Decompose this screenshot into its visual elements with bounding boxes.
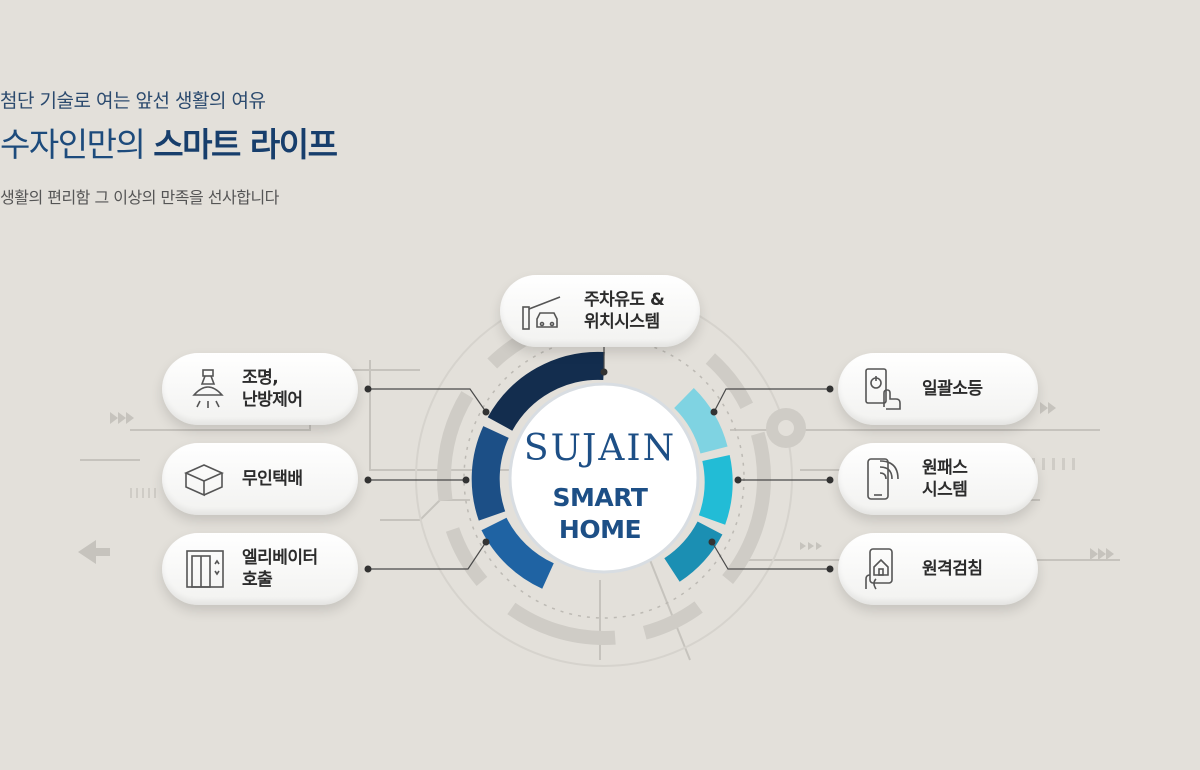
feature-lighting: 조명, 난방제어 <box>162 353 358 425</box>
feature-onepass: 원패스 시스템 <box>838 443 1038 515</box>
hub-line-smart: SMART <box>552 483 648 512</box>
feature-switch-off: 일괄소등 <box>838 353 1038 425</box>
smartphone-wireless-icon <box>867 458 899 500</box>
feature-elevator: 엘리베이터 호출 <box>162 533 358 605</box>
hub-line-home: HOME <box>558 515 642 544</box>
phone-home-icon <box>865 548 893 590</box>
power-touch-icon <box>865 368 901 410</box>
feature-switch-off-label: 일괄소등 <box>922 379 983 399</box>
hub-ring <box>471 351 733 589</box>
title-bold: 스마트 라이프 <box>153 125 338 164</box>
elevator-icon <box>186 550 224 588</box>
feature-delivery-label: 무인택배 <box>242 469 303 489</box>
feature-meter-label: 원격검침 <box>922 559 983 579</box>
feature-elevator-label: 엘리베이터 호출 <box>242 548 318 590</box>
page-subtitle: 생활의 편리함 그 이상의 만족을 선사합니다 <box>0 188 279 207</box>
feature-onepass-label: 원패스 시스템 <box>922 458 968 500</box>
parking-barrier-car-icon <box>522 296 561 330</box>
feature-parking-label: 주차유도 & 위치시스템 <box>584 290 665 332</box>
feature-parking: 주차유도 & 위치시스템 <box>500 275 700 347</box>
feature-delivery: 무인택배 <box>162 443 358 515</box>
feature-lighting-label: 조명, 난방제어 <box>242 368 303 410</box>
feature-meter: 원격검침 <box>838 533 1038 605</box>
title-regular: 수자인만의 <box>0 125 154 164</box>
header-eyebrow: 첨단 기술로 여는 앞선 생활의 여유 <box>0 90 266 112</box>
package-box-icon <box>184 464 224 497</box>
brand-logo-text: SUJAIN <box>523 428 677 469</box>
page-title: 수자인만의 스마트 라이프 <box>0 118 1200 166</box>
ceiling-lamp-icon <box>192 369 224 408</box>
